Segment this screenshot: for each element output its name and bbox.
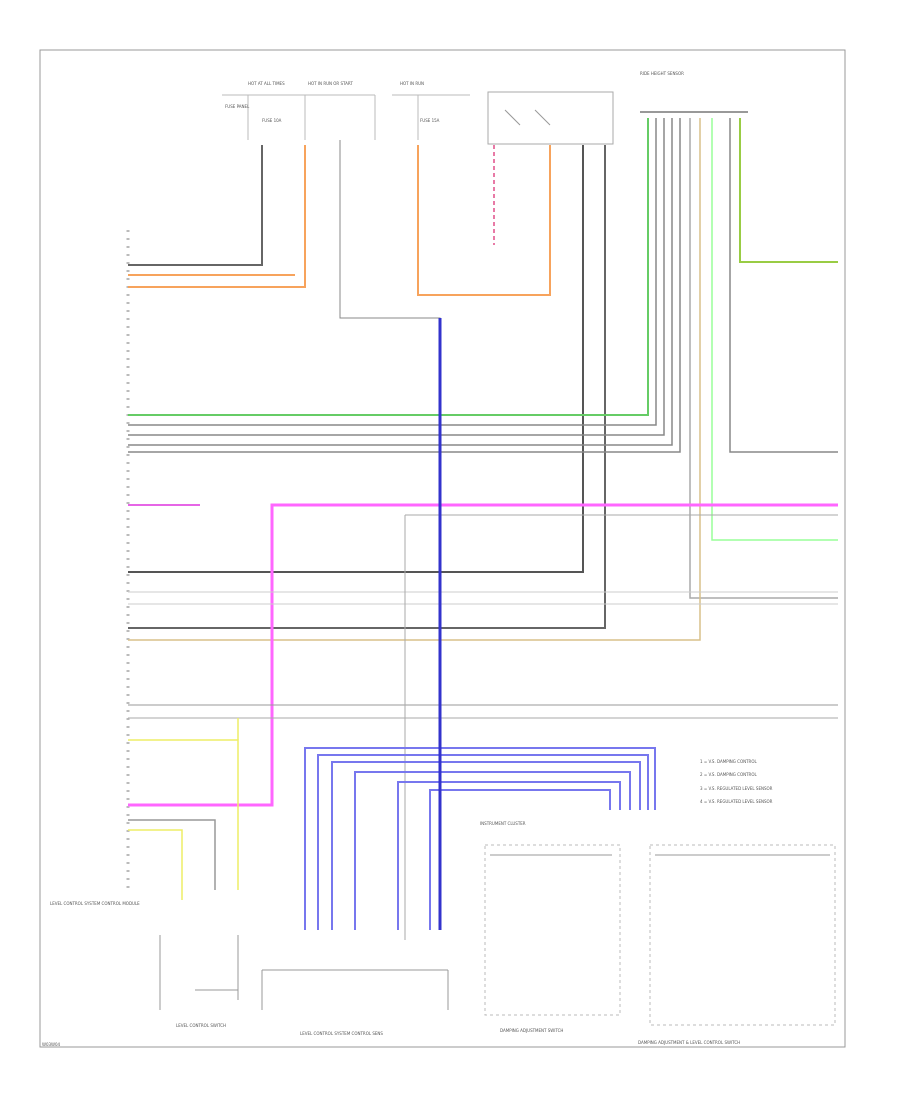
- legend-item: 4 = V.S. REGULATED LEVEL SENSOR: [700, 799, 773, 804]
- fuse-block-left: [222, 94, 376, 140]
- module-label-level-control: LEVEL CONTROL SYSTEM CONTROL MODULE: [50, 901, 140, 906]
- height-control-switch: [159, 935, 239, 1010]
- top-wires: [128, 140, 606, 800]
- module-label-instrument: INSTRUMENT CLUSTER: [480, 821, 526, 826]
- module-label-sensor: LEVEL CONTROL SYSTEM CONTROL SENS: [300, 1031, 383, 1036]
- mid-wires: [128, 514, 838, 940]
- module-label-switch: LEVEL CONTROL SWITCH: [176, 1023, 226, 1028]
- legend-item: 2 = V.S. DAMPING CONTROL: [700, 772, 757, 777]
- legend-item: 3 = V.S. REGULATED LEVEL SENSOR: [700, 786, 773, 791]
- fuse-label-1: HOT AT ALL TIMES: [248, 81, 285, 86]
- legend: 1 = V.S. DAMPING CONTROL 2 = V.S. DAMPIN…: [700, 759, 773, 804]
- sensor-wires: [128, 118, 838, 641]
- module-label-damping-level: DAMPING ADJUSTMENT & LEVEL CONTROL SWITC…: [638, 1040, 740, 1045]
- magenta-wires: [128, 503, 838, 807]
- fuse-block-mid: [392, 94, 470, 140]
- fuse-label-2: HOT IN RUN OR START: [308, 81, 353, 86]
- module-label-ride-height: RIDE HEIGHT SENSOR: [640, 71, 684, 76]
- fuse-label-6: FUSE 15A: [420, 118, 440, 123]
- fuse-label-3: HOT IN RUN: [400, 81, 424, 86]
- damping-level-switch-box: [649, 844, 836, 1026]
- fuse-label-5: FUSE 10A: [262, 118, 282, 123]
- fuse-label-4: FUSE PANEL: [225, 104, 250, 109]
- level-control-module: [261, 969, 449, 1010]
- diagram-border: [39, 49, 846, 1048]
- damping-switch-box: [484, 844, 621, 1016]
- yellow-wires: [128, 718, 239, 900]
- diagram-id: W03W04: [42, 1042, 61, 1047]
- switch-block-top: [487, 91, 614, 145]
- blue-harness: [304, 318, 656, 930]
- legend-item: 1 = V.S. DAMPING CONTROL: [700, 759, 757, 764]
- module-label-damping: DAMPING ADJUSTMENT SWITCH: [500, 1028, 563, 1033]
